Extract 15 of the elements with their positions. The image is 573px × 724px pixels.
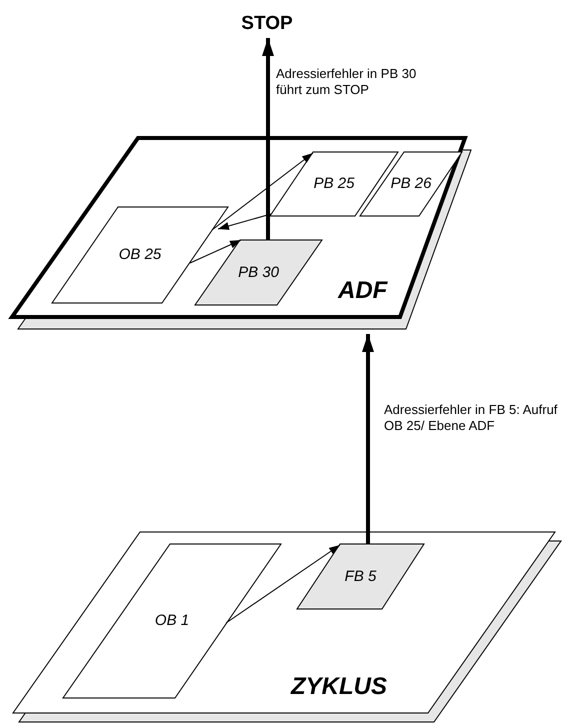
block-name: OB 25 bbox=[118, 246, 162, 264]
block-name: PB 26 bbox=[390, 176, 432, 192]
level-name: ZYKLUS bbox=[291, 674, 387, 700]
arrow bbox=[362, 334, 374, 544]
arrow bbox=[226, 544, 340, 624]
level-name: ADF bbox=[338, 278, 388, 304]
arrow bbox=[218, 214, 272, 230]
arrow bbox=[262, 38, 274, 240]
block-name: PB 30 bbox=[238, 264, 279, 281]
arrow bbox=[190, 240, 242, 264]
block-name: FB 5 bbox=[344, 568, 376, 585]
arrow bbox=[212, 152, 314, 230]
block-name: PB 25 bbox=[314, 176, 354, 192]
state-label: STOP bbox=[232, 10, 302, 38]
block-name: OB 1 bbox=[154, 612, 190, 630]
